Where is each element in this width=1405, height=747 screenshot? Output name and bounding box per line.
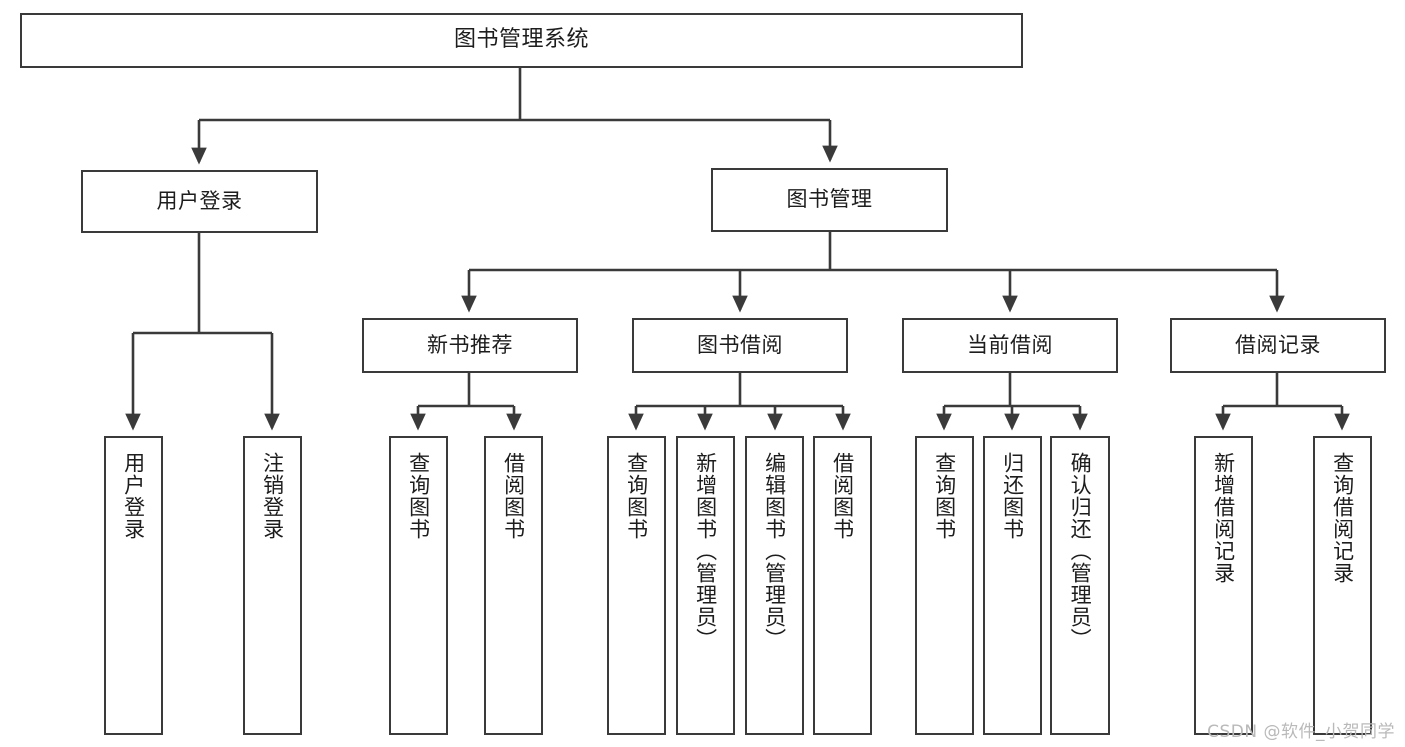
node-label: 查询借阅记录 — [1330, 452, 1355, 584]
leaf-logout[interactable]: 注销登录 — [243, 436, 302, 735]
leaf-add-book-admin[interactable]: 新增图书（管理员） — [676, 436, 735, 735]
node-new-book-recommend[interactable]: 新书推荐 — [362, 318, 578, 373]
node-label: 新书推荐 — [427, 332, 513, 357]
leaf-confirm-return-admin[interactable]: 确认归还（管理员） — [1050, 436, 1110, 735]
leaf-return-book[interactable]: 归还图书 — [983, 436, 1042, 735]
node-label: 新增借阅记录 — [1211, 452, 1236, 584]
node-label: 用户登录 — [156, 188, 243, 213]
node-label: 编辑图书（管理员） — [762, 452, 787, 650]
node-label: 借阅记录 — [1235, 332, 1321, 357]
leaf-query-book-borrow[interactable]: 查询图书 — [607, 436, 666, 735]
node-book-borrow[interactable]: 图书借阅 — [632, 318, 848, 373]
node-label: 确认归还（管理员） — [1068, 452, 1093, 650]
csdn-watermark: CSDN @软件_小贺同学 — [1207, 722, 1395, 742]
leaf-add-borrow-record[interactable]: 新增借阅记录 — [1194, 436, 1253, 735]
node-label: 借阅图书 — [830, 452, 855, 540]
leaf-user-login[interactable]: 用户登录 — [104, 436, 163, 735]
leaf-edit-book-admin[interactable]: 编辑图书（管理员） — [745, 436, 804, 735]
node-label: 查询图书 — [624, 452, 649, 540]
node-label: 图书借阅 — [697, 332, 783, 357]
leaf-borrow-book-newbook[interactable]: 借阅图书 — [484, 436, 543, 735]
leaf-query-book-newbook[interactable]: 查询图书 — [389, 436, 448, 735]
node-label: 查询图书 — [406, 452, 431, 540]
node-user-login[interactable]: 用户登录 — [81, 170, 318, 233]
node-label: 借阅图书 — [501, 452, 526, 540]
leaf-borrow-book[interactable]: 借阅图书 — [813, 436, 872, 735]
leaf-query-book-current[interactable]: 查询图书 — [915, 436, 974, 735]
node-label: 查询图书 — [932, 452, 957, 540]
node-label: 归还图书 — [1000, 452, 1025, 540]
node-borrow-record[interactable]: 借阅记录 — [1170, 318, 1386, 373]
leaf-query-borrow-record[interactable]: 查询借阅记录 — [1313, 436, 1372, 735]
node-label: 注销登录 — [260, 452, 285, 540]
node-label: 当前借阅 — [967, 332, 1053, 357]
node-book-management[interactable]: 图书管理 — [711, 168, 948, 232]
node-label: 图书管理 — [786, 187, 873, 212]
node-root-system[interactable]: 图书管理系统 — [20, 13, 1023, 68]
node-label: 图书管理系统 — [453, 27, 589, 53]
node-label: 用户登录 — [121, 452, 146, 540]
node-current-borrow[interactable]: 当前借阅 — [902, 318, 1118, 373]
node-label: 新增图书（管理员） — [693, 452, 718, 650]
